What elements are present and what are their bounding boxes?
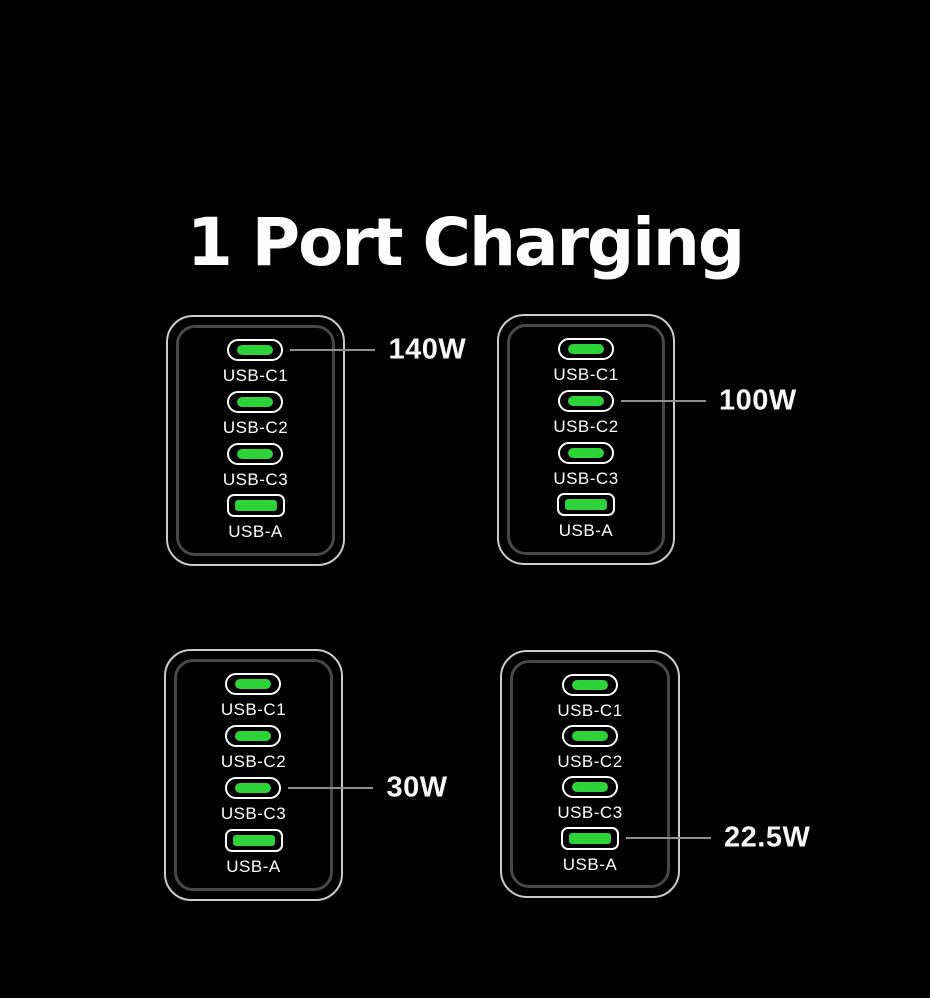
port-pin — [237, 448, 274, 459]
usb-c-port-icon — [561, 775, 618, 798]
port-label: USB-C1 — [220, 700, 287, 720]
port-group: USB-C1 — [221, 673, 286, 720]
port-pin — [234, 500, 277, 512]
usb-a-port-icon: 22.5W — [561, 822, 810, 854]
usb-c-port-icon: 100W — [557, 384, 796, 416]
port-label: USB-C2 — [220, 752, 287, 772]
port-label: USB-C1 — [557, 700, 623, 720]
charger-face: USB-C1 100W USB-C2 USB-C3 USB-A — [507, 324, 796, 555]
usb-c-port-icon — [557, 441, 614, 464]
port-label: USB-A — [228, 522, 283, 542]
port-label: USB-A — [562, 854, 618, 874]
charger-face: USB-C1 USB-C2 30W USB-C3 USB-A — [174, 659, 447, 891]
wattage-label: 100W — [718, 384, 797, 417]
port-label: USB-C3 — [222, 469, 289, 489]
port-pin — [235, 783, 272, 794]
port-group: USB-C3 — [557, 775, 623, 823]
port-label: USB-C1 — [553, 365, 619, 385]
usb-c-port-icon — [227, 442, 284, 465]
page-title: 1 Port Charging — [186, 204, 745, 282]
port-pin — [232, 835, 275, 847]
callout-line — [620, 399, 706, 402]
usb-a-port-icon — [224, 829, 283, 853]
port-group: 22.5W USB-A — [561, 822, 810, 875]
usb-c-port-icon — [227, 390, 284, 413]
port-pin — [237, 345, 274, 356]
port-group: USB-C2 — [557, 724, 623, 772]
port-pin — [571, 730, 608, 741]
usb-a-port-icon — [226, 494, 285, 518]
charger-face: 140W USB-C1 USB-C2 USB-C3 USB-A — [176, 325, 466, 556]
usb-c-port-icon — [561, 724, 618, 747]
port-group: USB-C2 — [222, 390, 289, 438]
port-pin — [571, 679, 608, 690]
charger-face: USB-C1 USB-C2 USB-C3 22.5W USB-A — [510, 660, 810, 888]
usb-c-port-icon: 30W — [225, 772, 447, 804]
wattage-label: 30W — [386, 771, 448, 804]
port-pin — [569, 832, 611, 844]
port-group: USB-A — [557, 493, 615, 541]
usb-c-port-icon — [225, 725, 282, 748]
port-pin — [567, 344, 604, 355]
wattage-label: 22.5W — [724, 821, 811, 854]
port-label: USB-A — [558, 521, 614, 541]
port-label: USB-C3 — [553, 468, 619, 488]
charger-card-bottom-left: USB-C1 USB-C2 30W USB-C3 USB-A — [164, 649, 447, 901]
port-group: 100W USB-C2 — [553, 384, 796, 437]
port-group: USB-C2 — [221, 725, 286, 772]
usb-c-port-icon: 140W — [227, 334, 466, 366]
callout-line — [288, 787, 374, 790]
port-pin — [567, 447, 604, 458]
port-label: USB-C1 — [222, 366, 289, 386]
port-label: USB-C3 — [557, 802, 623, 822]
wattage-label: 140W — [388, 333, 467, 366]
port-pin — [237, 396, 274, 407]
port-label: USB-C3 — [220, 804, 287, 824]
charger-card-bottom-right: USB-C1 USB-C2 USB-C3 22.5W USB-A — [500, 650, 810, 898]
port-label: USB-C2 — [553, 416, 619, 436]
usb-c-port-icon — [225, 673, 282, 696]
port-group: USB-A — [224, 829, 283, 877]
port-group: 30W USB-C3 — [220, 772, 447, 824]
callout-line — [626, 837, 711, 840]
port-group: USB-C3 — [222, 442, 289, 490]
port-label: USB-C2 — [222, 417, 289, 437]
port-group: 140W USB-C1 — [222, 334, 466, 386]
charger-card-top-left: 140W USB-C1 USB-C2 USB-C3 USB-A — [166, 315, 466, 566]
port-pin — [571, 781, 608, 792]
port-pin — [235, 731, 272, 742]
port-pin — [567, 395, 604, 406]
port-group: USB-A — [226, 494, 285, 542]
usb-c-port-icon — [561, 673, 618, 696]
port-pin — [565, 499, 607, 511]
callout-line — [290, 349, 376, 352]
usb-a-port-icon — [557, 493, 615, 517]
port-group: USB-C1 — [557, 673, 623, 721]
port-pin — [235, 679, 272, 690]
port-group: USB-C3 — [553, 441, 619, 489]
usb-c-port-icon — [557, 338, 614, 361]
port-group: USB-C1 — [553, 338, 618, 385]
port-label: USB-A — [226, 857, 281, 877]
charger-card-top-right: USB-C1 100W USB-C2 USB-C3 USB-A — [497, 314, 796, 565]
port-label: USB-C2 — [557, 751, 623, 771]
